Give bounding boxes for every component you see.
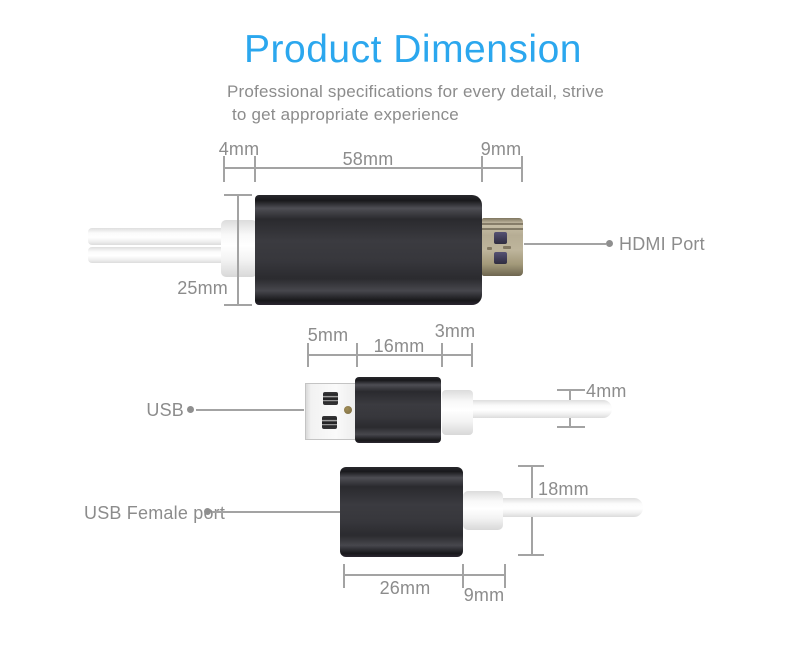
page-subtitle: Professional specifications for every de… — [227, 80, 604, 126]
usb-female-dim-26mm: 26mm — [379, 578, 431, 598]
dimension-tick — [441, 343, 443, 367]
usb-adapter-body — [355, 377, 441, 443]
usb-pin — [323, 392, 338, 405]
hdmi-dim-4mm: 4mm — [218, 139, 260, 159]
hdmi-plug-pin — [494, 232, 507, 244]
dimension-tick — [224, 304, 252, 306]
strain-relief — [442, 390, 473, 435]
hdmi-plug-contact — [487, 247, 492, 250]
usb-plug-shell — [305, 383, 356, 440]
cable — [498, 498, 643, 517]
usb-hole — [344, 406, 352, 414]
dimension-line — [237, 195, 239, 305]
dimension-tick — [557, 389, 585, 391]
hdmi-dim-9mm: 9mm — [480, 139, 522, 159]
cable — [468, 400, 612, 418]
dimension-line — [343, 574, 505, 576]
cable — [88, 228, 230, 245]
usb-female-label: USB Female port — [84, 503, 226, 523]
dimension-tick — [356, 343, 358, 367]
dimension-tick — [343, 564, 345, 588]
leader-dot — [606, 240, 613, 247]
dimension-tick — [557, 426, 585, 428]
dimension-tick — [224, 194, 252, 196]
dimension-tick — [518, 554, 544, 556]
hdmi-adapter-body — [255, 195, 482, 305]
subtitle-line-2: to get appropriate experience — [232, 105, 459, 124]
dimension-tick — [481, 156, 483, 182]
hdmi-plug — [482, 218, 523, 276]
dimension-tick — [518, 465, 544, 467]
dimension-tick — [307, 343, 309, 367]
hdmi-plug-ridge — [482, 223, 523, 225]
dimension-tick — [223, 156, 225, 182]
usb-female-dim-9mm: 9mm — [463, 585, 505, 605]
usb-dim-4mm: 4mm — [586, 381, 627, 401]
hdmi-plug-contact — [503, 246, 511, 249]
page-title: Product Dimension — [244, 28, 582, 71]
subtitle-line-1: Professional specifications for every de… — [227, 82, 605, 101]
leader-line — [524, 243, 606, 245]
dimension-tick — [504, 564, 506, 588]
leader-line — [196, 409, 304, 411]
usb-dim-16mm: 16mm — [373, 336, 425, 356]
leader-dot — [204, 508, 211, 515]
hdmi-plug-pin — [494, 252, 507, 264]
usb-female-body — [340, 467, 463, 557]
strain-relief — [221, 220, 257, 277]
leader-line — [212, 511, 340, 513]
dimension-tick — [254, 156, 256, 182]
usb-female-dim-18mm: 18mm — [538, 479, 589, 499]
dimension-tick — [471, 343, 473, 367]
dimension-tick — [462, 564, 464, 588]
hdmi-dim-25mm: 25mm — [177, 278, 228, 298]
hdmi-plug-ridge — [482, 228, 523, 230]
usb-dim-3mm: 3mm — [434, 321, 476, 341]
dimension-line — [307, 354, 472, 356]
usb-pin — [322, 416, 337, 429]
hdmi-port-label: HDMI Port — [619, 234, 705, 254]
usb-label: USB — [146, 400, 184, 420]
hdmi-dim-58mm: 58mm — [342, 149, 394, 169]
usb-dim-5mm: 5mm — [307, 325, 349, 345]
cable — [88, 247, 230, 263]
dimension-line — [223, 167, 523, 169]
strain-relief — [463, 491, 503, 530]
leader-dot — [187, 406, 194, 413]
dimension-tick — [521, 156, 523, 182]
